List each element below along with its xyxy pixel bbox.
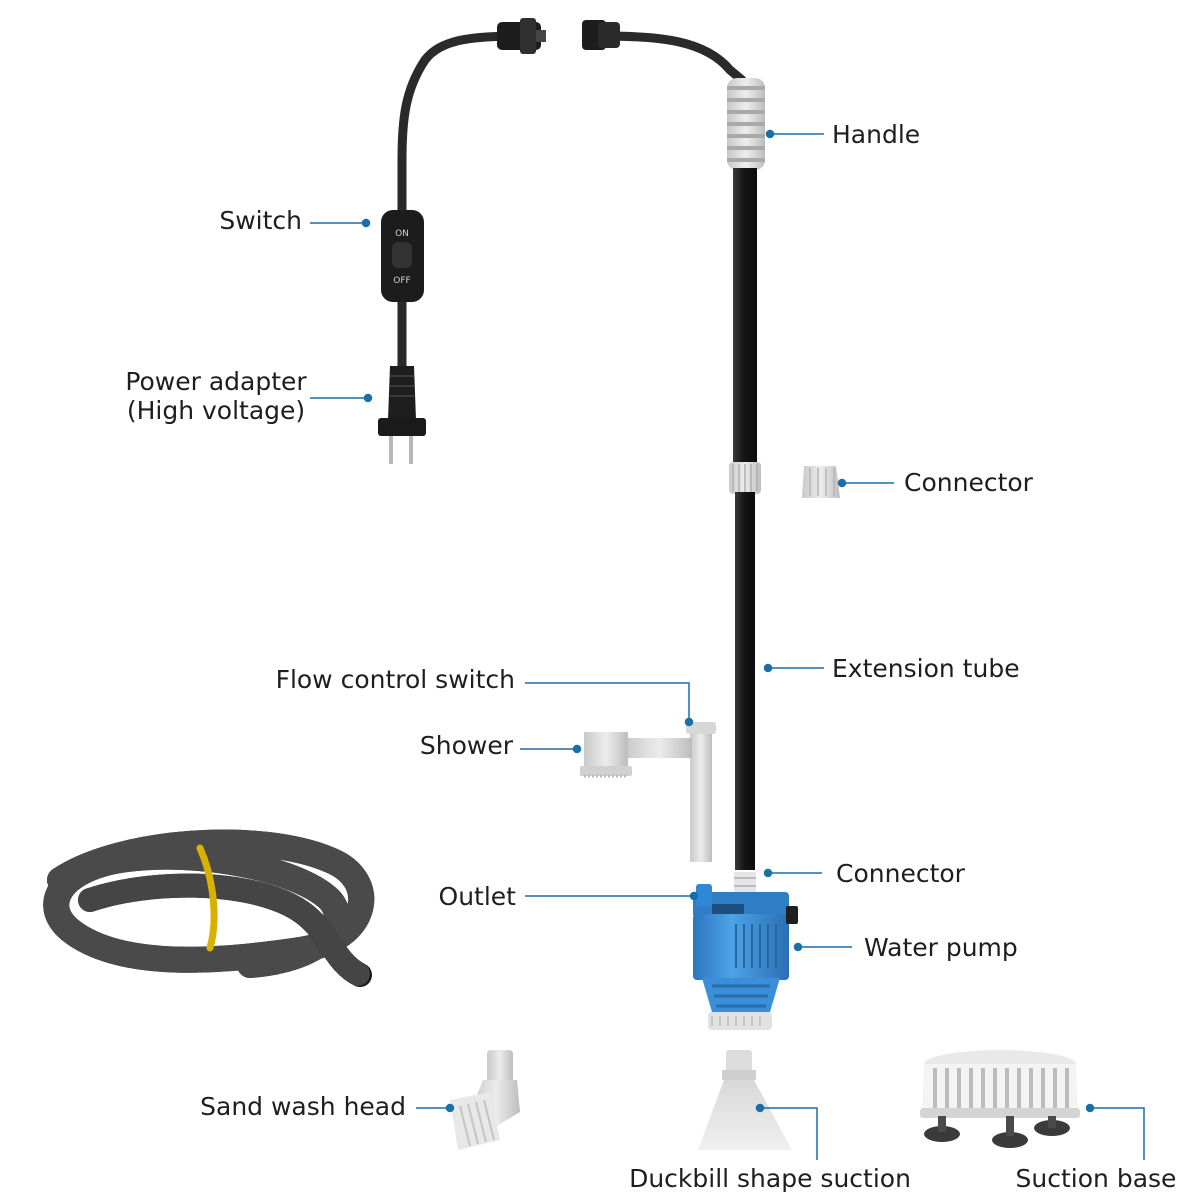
label-connector-bottom: Connector	[836, 859, 965, 888]
switch-on-mark: ON	[395, 229, 409, 239]
shower-assembly	[580, 722, 716, 862]
handle-grip	[727, 78, 765, 170]
spare-connector	[802, 466, 840, 498]
corrugated-hose	[43, 829, 375, 987]
label-extension-tube: Extension tube	[832, 654, 1020, 683]
label-shower: Shower	[419, 731, 513, 760]
switch-off-mark: OFF	[393, 276, 410, 286]
leader-lines	[310, 129, 1145, 1160]
label-power-adapter-line2: (High voltage)	[126, 396, 306, 425]
power-plug	[378, 366, 426, 464]
handle-cable	[582, 20, 747, 85]
sand-wash-head-part	[450, 1050, 520, 1150]
label-switch: Switch	[219, 206, 302, 235]
extension-tube-upper	[733, 168, 757, 464]
tube-connector-middle	[729, 462, 761, 494]
label-sand-wash-head: Sand wash head	[200, 1092, 406, 1121]
label-outlet: Outlet	[438, 882, 516, 911]
flow-pipe	[690, 726, 712, 862]
suction-base-part	[920, 1050, 1080, 1148]
label-handle: Handle	[832, 120, 921, 149]
label-water-pump: Water pump	[864, 933, 1018, 962]
outlet-nozzle	[696, 884, 712, 906]
power-cable	[397, 18, 546, 366]
water-pump-body	[693, 884, 798, 1030]
label-duckbill-suction: Duckbill shape suction	[629, 1164, 911, 1193]
on-off-switch: ON OFF	[381, 210, 424, 302]
duckbill-suction-part	[698, 1050, 792, 1150]
label-connector-top: Connector	[904, 468, 1033, 497]
extension-tube-lower	[735, 492, 755, 870]
label-flow-control-switch: Flow control switch	[275, 665, 515, 694]
label-suction-base: Suction base	[1015, 1164, 1177, 1193]
label-power-adapter-line1: Power adapter	[125, 367, 307, 396]
